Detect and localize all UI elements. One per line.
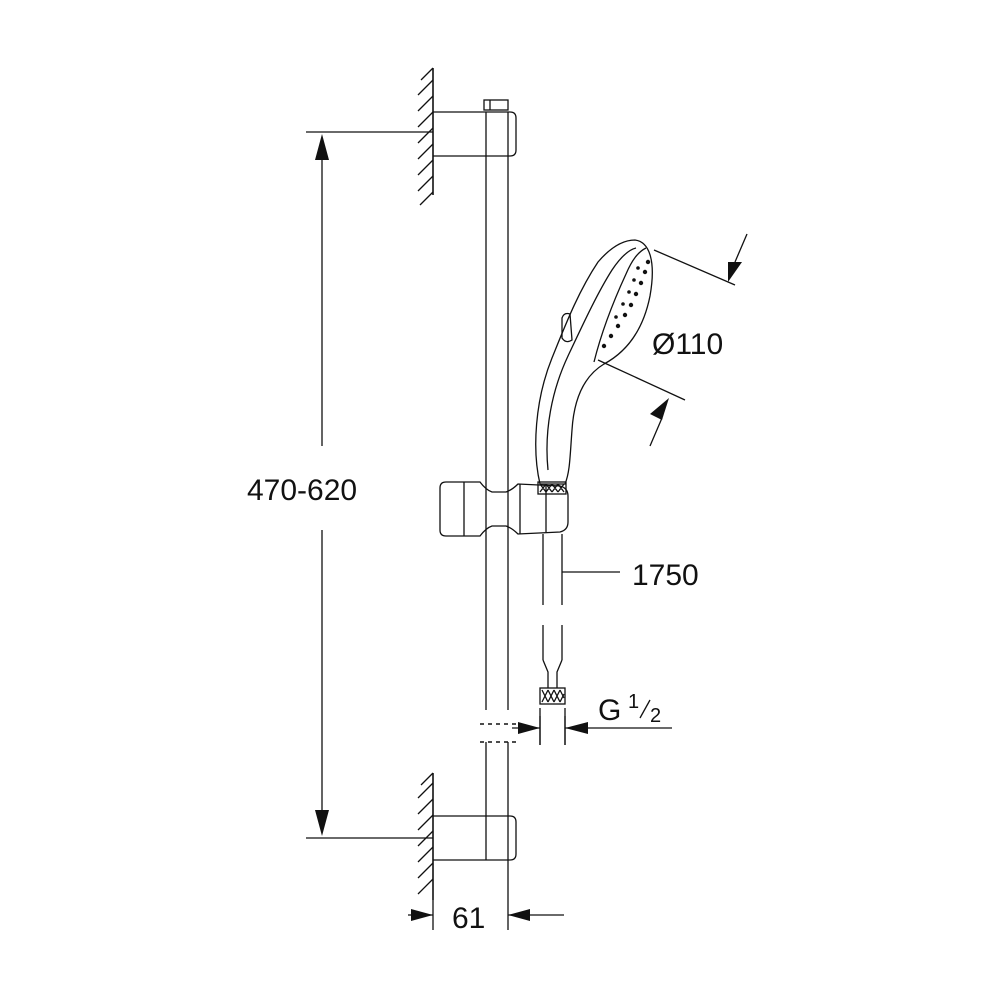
shower-hose bbox=[539, 534, 566, 745]
lower-wall-bracket bbox=[433, 815, 517, 861]
connection-prefix-label: G bbox=[598, 694, 621, 727]
hose-length-label: 1750 bbox=[632, 559, 699, 592]
spray-nozzles bbox=[601, 259, 651, 349]
upper-wall-bracket bbox=[433, 99, 517, 157]
hand-shower bbox=[535, 239, 653, 495]
height-dimension: 470-620 bbox=[247, 131, 433, 839]
slider-holder bbox=[439, 481, 569, 537]
upper-wall bbox=[417, 67, 434, 206]
connection-numerator-label: 1 bbox=[628, 691, 639, 713]
wall-offset-dimension: 61 bbox=[408, 860, 564, 935]
shower-rail bbox=[480, 156, 516, 816]
connection-denominator-label: 2 bbox=[650, 705, 661, 727]
height-range-label: 470-620 bbox=[247, 474, 357, 507]
hose-length-dimension: 1750 bbox=[562, 559, 699, 592]
lower-wall bbox=[417, 772, 434, 900]
connection-dimension: G 1 2 bbox=[512, 691, 672, 745]
wall-offset-label: 61 bbox=[452, 902, 485, 935]
head-diameter-label: Ø110 bbox=[652, 328, 723, 361]
diameter-dimension: Ø110 bbox=[597, 233, 748, 447]
